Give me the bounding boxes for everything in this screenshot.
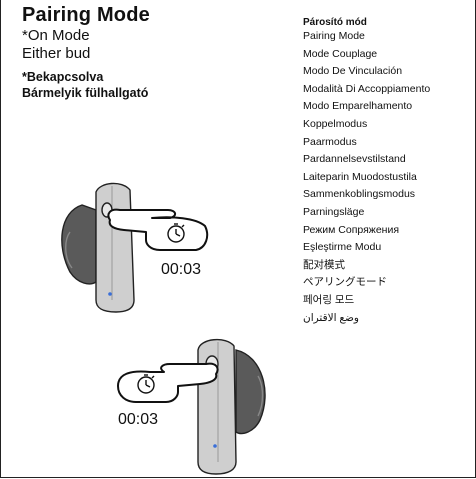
- hungarian-on-mode: *Bekapcsolva: [22, 70, 104, 84]
- subtitle-on-mode: *On Mode: [22, 27, 90, 44]
- translation-item: Eşleştirme Modu: [303, 241, 382, 254]
- earbud-icon: [61, 182, 135, 313]
- hungarian-either-bud: Bármelyik fülhallgató: [22, 86, 149, 100]
- translation-item: Mode Couplage: [303, 47, 378, 60]
- page-title: Pairing Mode: [22, 4, 150, 26]
- translation-item: Paarmodus: [303, 135, 357, 148]
- translation-item: Parningsläge: [303, 205, 365, 218]
- subtitle-either-bud: Either bud: [22, 45, 91, 62]
- translation-item: Koppelmodus: [303, 117, 368, 130]
- translation-item: Sammenkoblingsmodus: [303, 188, 416, 201]
- translation-item: وضع الاقتران: [303, 311, 360, 324]
- timer-top-text: 00:03: [161, 261, 202, 278]
- translation-item: ペアリングモード: [303, 276, 387, 289]
- translations-list: Pairing Mode Mode Couplage Modo De Vincu…: [303, 28, 430, 327]
- stopwatch-icon: [137, 374, 155, 394]
- hand-pointer-icon: [107, 208, 209, 251]
- translation-item: Laiteparin Muodostustila: [303, 170, 417, 183]
- earbud-icon: [197, 339, 266, 475]
- translation-item: Режим Сопряжения: [303, 223, 400, 236]
- translation-item: Modo De Vinculación: [303, 65, 403, 78]
- timer-bottom-text: 00:03: [118, 411, 159, 428]
- translation-item: 配对模式: [303, 258, 345, 271]
- translation-item: Pairing Mode: [303, 30, 365, 42]
- translations-heading: Párosító mód: [303, 17, 367, 28]
- translation-item: Modalità Di Accoppiamento: [303, 82, 431, 95]
- translation-item: Pardannelsevstilstand: [303, 153, 406, 166]
- translation-item: Modo Emparelhamento: [303, 100, 413, 113]
- translation-item: 페어링 모드: [303, 293, 355, 306]
- stopwatch-icon: [167, 223, 185, 243]
